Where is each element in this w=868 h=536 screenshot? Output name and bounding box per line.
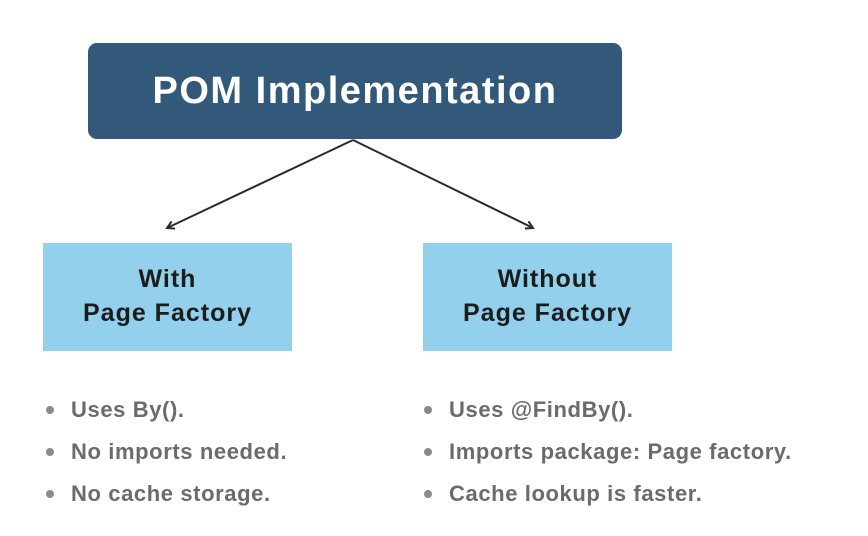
bullet-icon	[46, 490, 54, 498]
branch-node-without-page-factory: Without Page Factory	[423, 243, 672, 351]
list-item: Imports package: Page factory.	[424, 431, 792, 473]
list-item: Uses @FindBy().	[424, 389, 792, 431]
bullet-list-with-page-factory: Uses By(). No imports needed. No cache s…	[46, 389, 287, 515]
bullet-icon	[424, 406, 432, 414]
arrow-to-right-branch	[352, 139, 535, 230]
bullet-icon	[424, 448, 432, 456]
branch-label-without-page-factory: Without Page Factory	[462, 265, 632, 327]
bullet-text: Uses By().	[71, 397, 185, 422]
bullet-text: Imports package: Page factory.	[449, 439, 792, 464]
root-node-label: POM Implementation	[152, 69, 558, 112]
list-item: No imports needed.	[46, 431, 287, 473]
list-item: Cache lookup is faster.	[424, 473, 792, 515]
bullet-text: Cache lookup is faster.	[449, 481, 703, 506]
branch-label-with-page-factory: With Page Factory	[82, 265, 252, 327]
bullet-icon	[46, 448, 54, 456]
branch-node-with-page-factory: With Page Factory	[43, 243, 292, 351]
bullet-text: No cache storage.	[71, 481, 271, 506]
root-node-pom-implementation: POM Implementation	[88, 43, 622, 139]
arrow-to-left-branch	[165, 139, 354, 230]
bullet-text: Uses @FindBy().	[449, 397, 634, 422]
bullet-icon	[46, 406, 54, 414]
list-item: Uses By().	[46, 389, 287, 431]
bullet-list-without-page-factory: Uses @FindBy(). Imports package: Page fa…	[424, 389, 792, 515]
list-item: No cache storage.	[46, 473, 287, 515]
bullet-icon	[424, 490, 432, 498]
bullet-text: No imports needed.	[71, 439, 288, 464]
